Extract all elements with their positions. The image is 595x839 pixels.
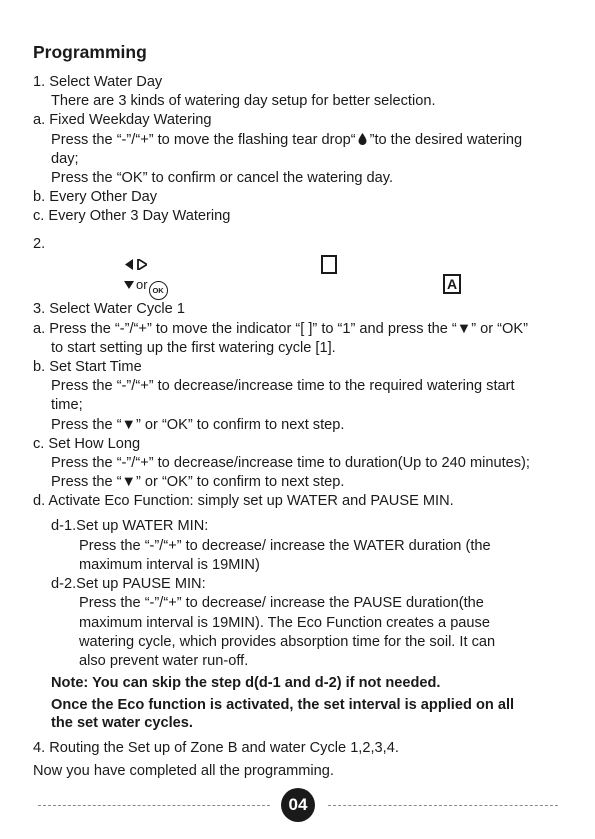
closing-text: Now you have completed all the programmi… [33,763,334,779]
section-1-intro: There are 3 kinds of watering day setup … [51,93,436,109]
section-3b-heading: b. Set Start Time [33,359,142,375]
section-4: 4. Routing the Set up of Zone B and wate… [33,740,399,756]
section-3b-line1: Press the “-”/“+” to decrease/increase t… [51,378,515,394]
zone-a-icon: A [443,274,461,294]
section-3d2-line3: watering cycle, which provides absorptio… [79,634,496,650]
section-3d2-line4: also prevent water run-off. [79,653,249,669]
section-3d-heading: d. Activate Eco Function: simply set up … [33,493,454,509]
section-3d2-heading: d-2.Set up PAUSE MIN: [51,576,206,592]
section-3a-line2: to start setting up the first watering c… [51,340,336,356]
section-1b: b. Every Other Day [33,189,158,205]
section-3d1-heading: d-1.Set up WATER MIN: [51,518,209,534]
section-1a-heading: a. Fixed Weekday Watering [33,112,212,128]
note-line2: Once the Eco function is activated, the … [51,697,515,713]
page-title: Programming [33,42,147,62]
footer-divider-left [38,805,270,806]
section-3d1-line1: Press the “-”/“+” to decrease/ increase … [79,538,491,554]
section-3c-heading: c. Set How Long [33,436,141,452]
section-1a-line1: Press the “-”/“+” to move the flashing t… [51,132,522,149]
section-3d2-line2: maximum interval is 19MIN). The Eco Func… [79,615,490,631]
section-3c-line2: Press the “▼” or “OK” to confirm to next… [51,474,345,490]
section-3d1-line2: maximum interval is 19MIN) [79,557,260,573]
footer-divider-right [328,805,558,806]
section-1a-line1-post: ”to the desired watering [369,132,523,148]
down-arrow-icon [124,281,134,289]
note-line3: the set water cycles. [51,715,193,731]
note-line1: Note: You can skip the step d(d-1 and d-… [51,675,441,691]
empty-bracket-icon [321,255,337,274]
section-3b-line2: time; [51,397,83,413]
ok-button-icon: OK [148,281,168,300]
or-label: or [136,277,148,292]
section-3a-line1: a. Press the “-”/“+” to move the indicat… [33,321,528,337]
section-2-number: 2. [33,236,46,252]
section-1-heading: 1. Select Water Day [33,74,163,90]
section-1a-line2: day; [51,151,79,167]
section-3c-line1: Press the “-”/“+” to decrease/increase t… [51,455,530,471]
section-3b-line3: Press the “▼” or “OK” to confirm to next… [51,417,345,433]
section-3-heading: 3. Select Water Cycle 1 [33,301,185,317]
page-number-badge: 04 [281,788,315,822]
section-1a-line3: Press the “OK” to confirm or cancel the … [51,170,394,186]
left-right-arrows-icon [125,259,147,270]
section-1c: c. Every Other 3 Day Watering [33,208,231,224]
section-3d2-line1: Press the “-”/“+” to decrease/ increase … [79,595,484,611]
section-1a-line1-pre: Press the “-”/“+” to move the flashing t… [51,132,356,148]
tear-drop-icon [358,133,367,145]
